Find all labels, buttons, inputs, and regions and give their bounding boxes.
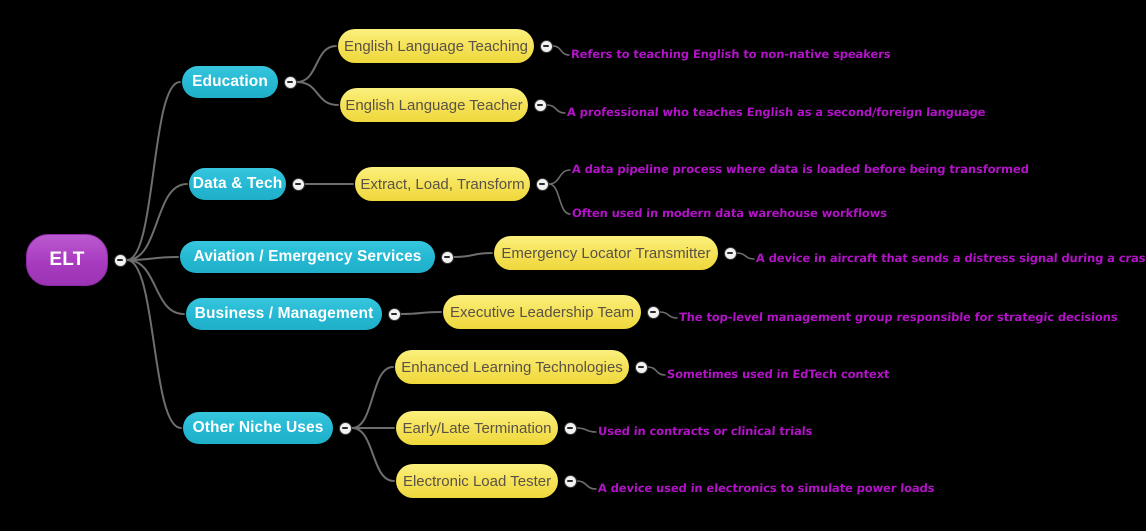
term-node-3-0[interactable]: Executive Leadership Team	[443, 295, 641, 329]
collapse-toggle-branch-1[interactable]	[291, 177, 305, 191]
term-node-label: Early/Late Termination	[402, 419, 552, 437]
collapse-toggle-term-0-1[interactable]	[533, 98, 547, 112]
term-node-4-0[interactable]: Enhanced Learning Technologies	[395, 350, 629, 384]
leaf-text-4-1-0: Used in contracts or clinical trials	[597, 424, 813, 438]
branch-node-0[interactable]: Education	[182, 66, 278, 98]
term-node-label: English Language Teaching	[343, 37, 529, 55]
term-node-2-0[interactable]: Emergency Locator Transmitter	[494, 236, 718, 270]
leaf-text-1-0-0: A data pipeline process where data is lo…	[571, 162, 1030, 176]
term-node-0-0[interactable]: English Language Teaching	[338, 29, 534, 63]
leaf-text-4-0-0: Sometimes used in EdTech context	[666, 367, 890, 381]
term-node-4-2[interactable]: Electronic Load Tester	[396, 464, 558, 498]
branch-node-label: Business / Management	[194, 305, 374, 322]
leaf-text-0-0-0: Refers to teaching English to non-native…	[570, 47, 891, 61]
collapse-toggle-root[interactable]	[113, 253, 127, 267]
root-node-label: ELT	[49, 249, 85, 270]
collapse-toggle-term-3-0[interactable]	[646, 305, 660, 319]
branch-node-4[interactable]: Other Niche Uses	[183, 412, 333, 444]
term-node-label: Extract, Load, Transform	[360, 175, 525, 193]
leaf-text-1-0-1: Often used in modern data warehouse work…	[571, 206, 888, 220]
branch-node-label: Education	[192, 73, 268, 90]
root-node[interactable]: ELT	[26, 234, 108, 286]
term-node-label: Electronic Load Tester	[402, 472, 552, 490]
term-node-1-0[interactable]: Extract, Load, Transform	[355, 167, 530, 201]
term-node-4-1[interactable]: Early/Late Termination	[396, 411, 558, 445]
collapse-toggle-term-4-0[interactable]	[634, 360, 648, 374]
branch-node-2[interactable]: Aviation / Emergency Services	[180, 241, 435, 273]
collapse-toggle-term-4-1[interactable]	[563, 421, 577, 435]
leaf-text-2-0-0: A device in aircraft that sends a distre…	[755, 251, 1146, 265]
collapse-toggle-term-0-0[interactable]	[539, 39, 553, 53]
branch-node-label: Other Niche Uses	[192, 419, 324, 436]
term-node-label: Executive Leadership Team	[450, 303, 634, 321]
collapse-toggle-branch-2[interactable]	[440, 250, 454, 264]
collapse-toggle-branch-0[interactable]	[283, 75, 297, 89]
term-node-label: English Language Teacher	[345, 96, 523, 114]
branch-node-label: Aviation / Emergency Services	[193, 248, 422, 265]
collapse-toggle-term-2-0[interactable]	[723, 246, 737, 260]
branch-node-3[interactable]: Business / Management	[186, 298, 382, 330]
leaf-text-3-0-0: The top-level management group responsib…	[678, 310, 1118, 324]
collapse-toggle-branch-4[interactable]	[338, 421, 352, 435]
branch-node-1[interactable]: Data & Tech	[189, 168, 286, 200]
branch-node-label: Data & Tech	[192, 175, 283, 192]
collapse-toggle-branch-3[interactable]	[387, 307, 401, 321]
term-node-label: Emergency Locator Transmitter	[501, 244, 711, 262]
term-node-0-1[interactable]: English Language Teacher	[340, 88, 528, 122]
leaf-text-4-2-0: A device used in electronics to simulate…	[597, 481, 935, 495]
collapse-toggle-term-1-0[interactable]	[535, 177, 549, 191]
collapse-toggle-term-4-2[interactable]	[563, 474, 577, 488]
term-node-label: Enhanced Learning Technologies	[401, 358, 623, 376]
leaf-text-0-1-0: A professional who teaches English as a …	[566, 105, 986, 119]
